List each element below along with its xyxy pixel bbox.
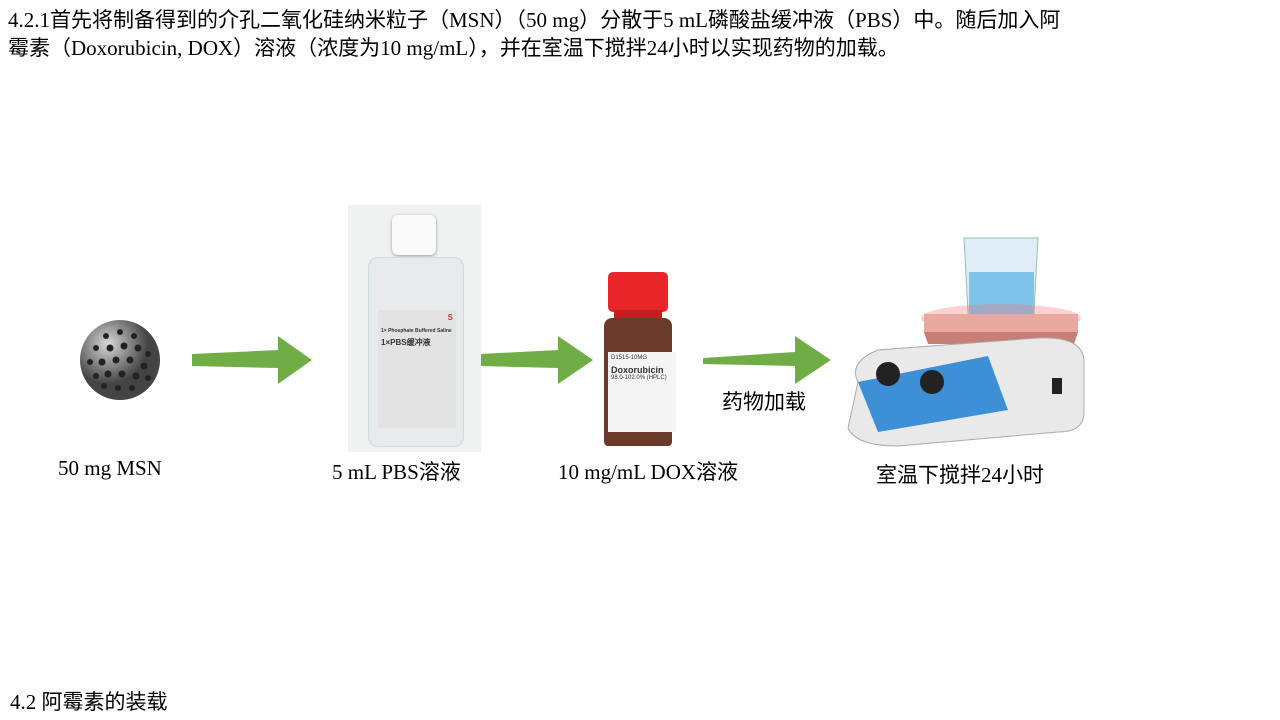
arrow-icon [192,336,312,384]
description-paragraph: 4.2.1首先将制备得到的介孔二氧化硅纳米粒子（MSN）（50 mg）分散于5 … [8,8,1061,60]
dox-label-code: D1515-10MG [611,355,648,361]
msn-caption: 50 mg MSN [58,456,162,480]
arrow-icon [480,336,593,384]
arrow-label: 药物加载 [722,390,806,414]
pbs-label-cn: 1×PBS缓冲液 [381,338,431,347]
stirrer-caption: 室温下搅拌24小时 [876,463,1044,487]
pbs-label-en: 1× Phosphate Buffered Saline [381,328,452,334]
arrow-icon [703,336,831,384]
msn-nanoparticle-icon [80,320,160,400]
dox-label-purity: 98.0-102.0% (HPLC) [611,375,667,381]
magnetic-stirrer-image [847,237,1085,447]
dox-vial-image: D1515-10MG Doxorubicin 98.0-102.0% (HPLC… [584,270,682,448]
dox-caption: 10 mg/mL DOX溶液 [558,460,739,484]
pbs-bottle-image: S 1× Phosphate Buffered Saline 1×PBS缓冲液 [348,205,481,452]
pbs-caption: 5 mL PBS溶液 [332,460,461,484]
dox-label-name: Doxorubicin [611,365,664,375]
section-footer: 4.2 阿霉素的装载 [10,690,168,714]
